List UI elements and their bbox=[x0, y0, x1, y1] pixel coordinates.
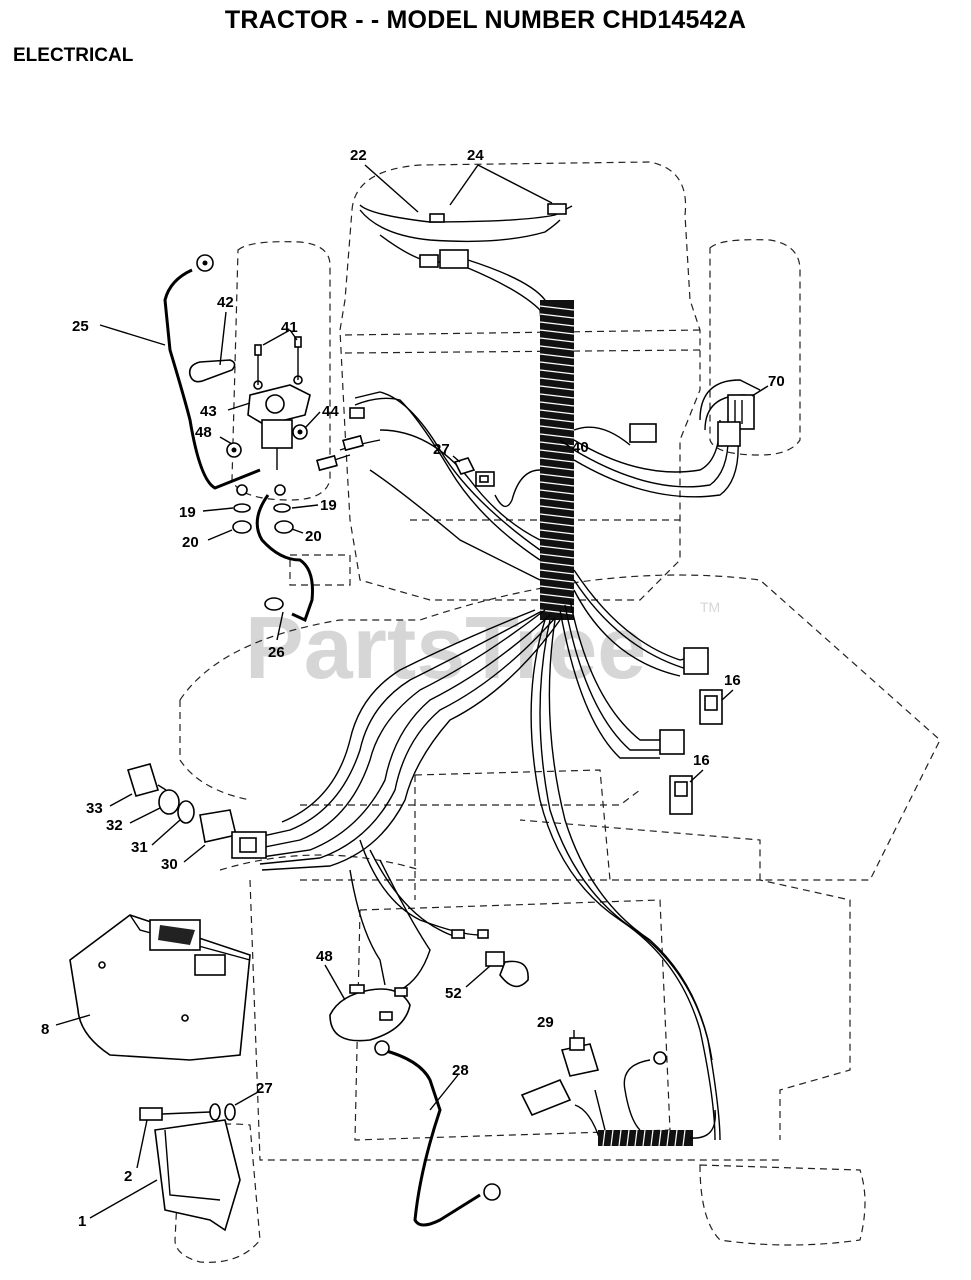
washer-19-right bbox=[273, 503, 291, 513]
switch-16-upper bbox=[683, 647, 723, 725]
callout-29: 29 bbox=[537, 1014, 554, 1031]
switch-29 bbox=[520, 1037, 600, 1117]
callout-20-right: 20 bbox=[305, 528, 322, 545]
callout-28: 28 bbox=[452, 1062, 469, 1079]
callout-44-right: 44 bbox=[322, 403, 339, 420]
key-33 bbox=[126, 763, 167, 797]
callout-27: 27 bbox=[256, 1080, 273, 1097]
callout-41: 41 bbox=[281, 319, 298, 336]
nut-20-right bbox=[274, 520, 294, 534]
battery-8 bbox=[69, 914, 251, 1061]
callout-70: 70 bbox=[768, 373, 785, 390]
connector-26 bbox=[453, 457, 495, 487]
connector-70 bbox=[629, 394, 755, 447]
nut-27 bbox=[209, 1103, 236, 1121]
headlight-socket-left bbox=[429, 213, 445, 223]
callout-52: 52 bbox=[445, 985, 462, 1002]
callout-43: 43 bbox=[200, 403, 217, 420]
main-harness bbox=[244, 379, 761, 1141]
callout-30: 30 bbox=[161, 856, 178, 873]
solenoid-43 bbox=[247, 336, 311, 470]
harness-48 bbox=[329, 984, 411, 1042]
callout-48: 48 bbox=[316, 948, 333, 965]
ignition-switch-30 bbox=[199, 809, 267, 859]
headlight-harness bbox=[359, 203, 573, 401]
callout-42: 42 bbox=[217, 294, 234, 311]
connector-52 bbox=[485, 951, 529, 988]
wire-loom-40 bbox=[539, 300, 575, 620]
ground-cable-25 bbox=[255, 494, 314, 623]
callout-21: 22 bbox=[350, 147, 367, 164]
section-title: ELECTRICAL bbox=[13, 45, 134, 66]
callout-31: 31 bbox=[131, 839, 148, 856]
callout-2: 2 bbox=[124, 1168, 132, 1185]
battery-cable-24 bbox=[163, 268, 261, 490]
callout-40: 40 bbox=[572, 439, 589, 456]
callout-22: 24 bbox=[467, 147, 484, 164]
cable-eyelet-25 bbox=[264, 597, 284, 611]
watermark-tm: TM bbox=[700, 599, 720, 615]
callout-33: 33 bbox=[86, 800, 103, 817]
callout-44-left: 48 bbox=[195, 424, 212, 441]
callout-19-right: 19 bbox=[320, 497, 337, 514]
nut-31 bbox=[177, 800, 195, 824]
callout-labels: 22 24 25 42 41 43 44 48 19 19 20 20 26 2… bbox=[41, 147, 785, 1230]
headlight-socket-right bbox=[547, 203, 567, 215]
callout-8: 8 bbox=[41, 1021, 49, 1038]
callout-20-left: 20 bbox=[182, 534, 199, 551]
switch-16-lower bbox=[659, 729, 693, 815]
coil-cord bbox=[574, 1051, 716, 1147]
callout-16-lower: 16 bbox=[693, 752, 710, 769]
callout-32: 32 bbox=[106, 817, 123, 834]
callout-25: 26 bbox=[268, 644, 285, 661]
washer-19-left bbox=[233, 503, 251, 513]
callout-19-left: 19 bbox=[179, 504, 196, 521]
callout-1: 1 bbox=[78, 1213, 86, 1230]
page-title: TRACTOR - - MODEL NUMBER CHD14542A bbox=[224, 6, 747, 34]
callout-26: 27 bbox=[433, 441, 450, 458]
leader-lines bbox=[55, 164, 769, 1219]
bezel-32 bbox=[158, 789, 180, 815]
part-42 bbox=[188, 359, 236, 383]
headlight-connector bbox=[439, 249, 469, 269]
holder-1 bbox=[154, 1119, 241, 1232]
callout-24: 25 bbox=[72, 318, 89, 335]
callout-16-upper: 16 bbox=[724, 672, 741, 689]
bolt-2 bbox=[139, 1107, 211, 1121]
cable-28 bbox=[382, 1048, 481, 1227]
nut-20-left bbox=[232, 520, 252, 534]
